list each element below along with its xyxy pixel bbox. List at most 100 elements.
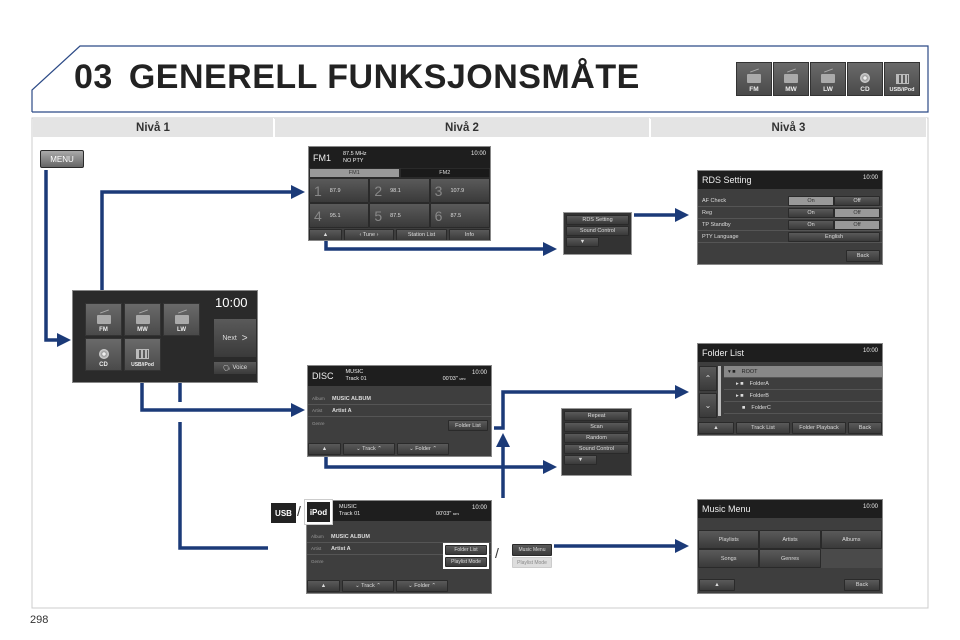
voice-button[interactable]: 🗣Voice — [213, 361, 257, 375]
menu-up-button[interactable]: ▲ — [698, 422, 734, 434]
ipod-tag: iPod — [304, 499, 333, 525]
screen-title: RDS Setting — [702, 175, 752, 185]
cd-icon — [98, 349, 109, 359]
album-label: Album — [312, 396, 325, 401]
folder-playback-button[interactable]: Folder Playback — [792, 422, 846, 434]
arrow-fm-to-popup — [324, 241, 557, 256]
info-button[interactable]: Info — [449, 229, 490, 240]
station-list-button[interactable]: Station List — [396, 229, 447, 240]
folder-list-button[interactable]: Folder List — [448, 420, 488, 431]
reg-off[interactable]: Off — [834, 207, 880, 218]
arrow-disc-to-popup — [324, 457, 557, 474]
folder-button[interactable]: ⌄ Folder ⌃ — [397, 443, 449, 455]
clock: 10:00 — [862, 175, 878, 181]
music-title: MUSIC — [345, 369, 364, 375]
scroll-up-button[interactable]: ⌃ — [699, 366, 717, 391]
source-lw: LW — [810, 62, 846, 96]
home-source-cd[interactable]: CD — [85, 338, 122, 371]
music-menu-button[interactable]: Music Menu — [512, 544, 552, 556]
collapse-button[interactable]: ▼ — [566, 237, 599, 247]
back-button[interactable]: Back — [846, 250, 880, 262]
usb-icon — [136, 349, 149, 359]
home-screen: 10:00 FM MW LW CD USB/iPod Next> 🗣Voice — [72, 290, 258, 383]
back-button[interactable]: Back — [844, 579, 880, 591]
rds-setting-item[interactable]: RDS Setting — [566, 215, 629, 225]
source-bar: FM MW LW CD USB/iPod — [736, 62, 920, 96]
home-source-lw[interactable]: LW — [163, 303, 200, 336]
genres-item[interactable]: Genres — [759, 549, 821, 568]
sound-control-item[interactable]: Sound Control — [566, 226, 629, 236]
random-item[interactable]: Random — [564, 433, 629, 443]
track-list-button[interactable]: Track List — [736, 422, 790, 434]
home-source-usb[interactable]: USB/iPod — [124, 338, 161, 371]
pty-language-select[interactable]: English — [788, 231, 880, 242]
albums-item[interactable]: Albums — [820, 530, 882, 549]
screen-title: Folder List — [702, 348, 745, 358]
reg-on[interactable]: On — [788, 207, 834, 218]
af-check-off[interactable]: Off — [834, 195, 880, 206]
radio-icon — [784, 74, 798, 83]
radio-icon — [96, 315, 111, 324]
folder-item[interactable]: ■ FolderC — [724, 402, 882, 414]
menu-up-button[interactable]: ▲ — [309, 229, 342, 240]
songs-item[interactable]: Songs — [698, 549, 760, 568]
tune-button[interactable]: ‹ Tune › — [344, 229, 394, 240]
clock: 10:00 — [862, 504, 878, 510]
menu-button[interactable]: MENU — [40, 150, 84, 168]
source-cd: CD — [847, 62, 883, 96]
repeat-item[interactable]: Repeat — [564, 411, 629, 421]
album-value: MUSIC ALBUM — [332, 395, 371, 402]
af-check-on[interactable]: On — [788, 195, 834, 206]
pty: NO PTY — [343, 157, 364, 164]
rds-popup-menu: RDS Setting Sound Control ▼ — [563, 212, 632, 255]
column-header-level-3: Nivå 3 — [651, 118, 927, 137]
tp-standby-off[interactable]: Off — [834, 219, 880, 230]
clock: 10:00 — [471, 370, 487, 376]
arrow-home-to-usb — [178, 422, 268, 550]
genre-label: Genre — [312, 420, 325, 426]
folder-item[interactable]: ▾ ■ ROOT — [724, 366, 882, 378]
artist-value: Artist A — [332, 407, 352, 414]
home-source-fm[interactable]: FM — [85, 303, 122, 336]
folder-item[interactable]: ▸ ■ FolderA — [724, 378, 882, 390]
voice-icon: 🗣 — [222, 365, 231, 372]
scroll-down-button[interactable]: ⌄ — [699, 393, 717, 418]
tp-standby-label: TP Standby — [702, 221, 731, 228]
scrollbar[interactable] — [718, 366, 721, 416]
track-button[interactable]: ⌄ Track ⌃ — [343, 443, 395, 455]
radio-icon — [174, 315, 189, 324]
scan-item[interactable]: Scan — [564, 422, 629, 432]
usb-tag: USB — [271, 503, 296, 523]
tab-fm2[interactable]: FM2 — [399, 168, 490, 178]
chevron-right-icon: > — [241, 332, 248, 344]
back-button[interactable]: Back — [848, 422, 882, 434]
frequency: 87.5 MHz — [343, 150, 367, 157]
tp-standby-on[interactable]: On — [788, 219, 834, 230]
menu-up-button[interactable]: ▲ — [699, 579, 735, 591]
arrow-home-to-disc — [140, 383, 305, 417]
next-button[interactable]: Next> — [213, 318, 257, 358]
folder-item[interactable]: ▸ ■ FolderB — [724, 390, 882, 402]
home-source-mw[interactable]: MW — [124, 303, 161, 336]
playlist-mode-button-disabled: Playlist Mode — [512, 557, 552, 568]
artists-item[interactable]: Artists — [759, 530, 821, 549]
sound-control-item[interactable]: Sound Control — [564, 444, 629, 454]
collapse-button[interactable]: ▼ — [564, 455, 597, 465]
tab-fm1[interactable]: FM1 — [309, 168, 400, 178]
playlists-item[interactable]: Playlists — [698, 530, 760, 549]
band-label: FM1 — [313, 152, 331, 163]
clock: 10:00 — [470, 151, 486, 157]
separator: / — [297, 503, 301, 519]
source-label: DISC — [312, 371, 334, 381]
menu-up-button[interactable]: ▲ — [308, 443, 341, 455]
